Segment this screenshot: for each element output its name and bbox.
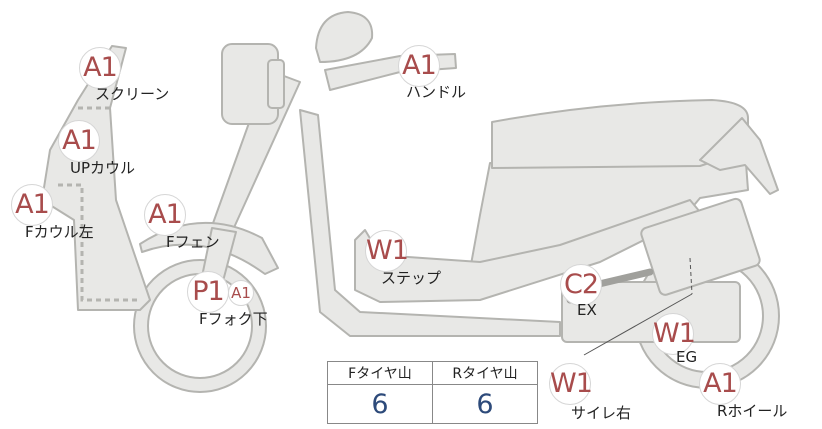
damage-code-ex: C2 xyxy=(560,264,602,306)
tire-header-rear: Rタイヤ山 xyxy=(432,361,538,385)
lower-frame-shape xyxy=(299,109,561,337)
cowl-seam-middle xyxy=(58,183,138,302)
part-label-handle: ハンドル xyxy=(406,83,467,101)
damage-code-screen: A1 xyxy=(79,47,121,89)
front-cowl-shape xyxy=(41,45,151,311)
part-label-f-fender: Fフェン xyxy=(166,233,220,251)
part-label-ex: EX xyxy=(577,301,597,319)
tire-value-rear: 6 xyxy=(432,384,538,424)
damage-code-handle: A1 xyxy=(398,45,440,87)
damage-code-step: W1 xyxy=(365,230,409,272)
engine-block-shape xyxy=(561,281,741,343)
leader-line-eg xyxy=(689,257,693,295)
part-label-f-cowl-left: Fカウル左 xyxy=(25,223,94,241)
damage-code-f-cowl-left: A1 xyxy=(11,184,53,226)
damage-code-up-cowl: A1 xyxy=(58,120,100,162)
part-label-screen: スクリーン xyxy=(95,85,170,103)
damage-code-f-fork-lower: P1 xyxy=(187,271,229,313)
damage-code-r-wheel: A1 xyxy=(699,363,741,405)
part-label-eg: EG xyxy=(676,348,698,366)
tire-header-front: Fタイヤ山 xyxy=(327,361,433,385)
part-label-step: ステップ xyxy=(381,269,442,287)
part-label-r-wheel: Rホイール xyxy=(717,402,788,420)
tire-value-front: 6 xyxy=(327,384,433,424)
leader-line-silencer xyxy=(583,293,693,356)
damage-code-extra-f-fork-lower: A1 xyxy=(228,280,254,306)
part-label-silencer-right: サイレ右 xyxy=(571,404,632,422)
tire-tread-table: Fタイヤ山 Rタイヤ山 6 6 xyxy=(327,361,538,424)
seat-shape xyxy=(491,99,749,169)
mirror-shape xyxy=(315,11,374,63)
part-label-f-fork-lower: Fフォク下 xyxy=(199,310,268,328)
damage-code-eg: W1 xyxy=(652,313,696,355)
silencer-shape xyxy=(640,197,761,296)
tail-shape xyxy=(699,117,779,195)
part-label-up-cowl: UPカウル xyxy=(70,159,136,177)
damage-code-silencer-right: W1 xyxy=(549,363,593,405)
headlight-mount xyxy=(267,59,285,109)
damage-code-f-fender: A1 xyxy=(144,194,186,236)
